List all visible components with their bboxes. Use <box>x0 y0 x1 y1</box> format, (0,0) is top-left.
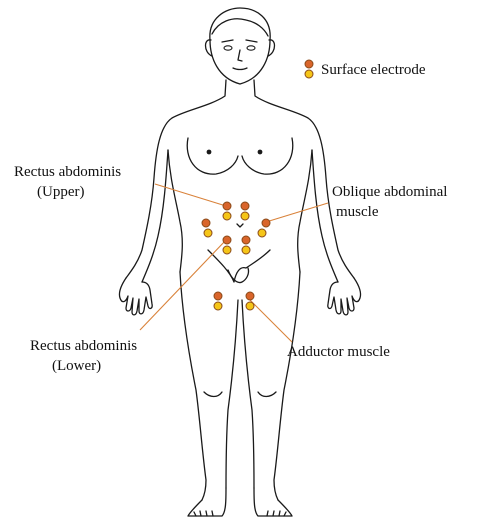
left-eye <box>224 46 232 50</box>
left-waist <box>168 150 182 272</box>
left-toes <box>194 511 213 516</box>
right-leg-inner <box>242 300 254 488</box>
right-eye <box>247 46 255 50</box>
right-eyebrow <box>246 40 257 42</box>
nose <box>238 50 242 61</box>
left-pectoral <box>187 138 238 174</box>
electrode-rectus-upper-right <box>241 202 249 220</box>
label-rectus-upper-line2: (Upper) <box>37 184 84 200</box>
electrode-rectus-upper-left <box>223 202 231 220</box>
hair <box>212 19 268 36</box>
left-nipple <box>207 150 212 155</box>
label-oblique-line1: Oblique abdominal <box>332 184 447 200</box>
electrode-rectus-lower-right <box>242 236 250 254</box>
right-nipple <box>258 150 263 155</box>
left-leg-outer <box>180 272 206 500</box>
right-pectoral <box>242 138 293 174</box>
leader-adductor <box>250 300 292 342</box>
label-rectus-lower-line1: Rectus abdominis <box>30 338 137 354</box>
torso-right <box>254 80 354 278</box>
right-waist <box>298 150 312 272</box>
left-hand <box>119 278 152 315</box>
electrode-adductor-left <box>214 292 222 310</box>
right-toes <box>267 511 286 516</box>
label-oblique-line2: muscle <box>336 204 379 220</box>
groin <box>208 250 270 282</box>
label-adductor: Adductor muscle <box>287 344 390 360</box>
leader-lines <box>140 184 328 342</box>
torso-left <box>126 80 226 278</box>
electrode-oblique-right <box>258 219 270 237</box>
label-rectus-lower-line2: (Lower) <box>52 358 101 374</box>
left-eyebrow <box>222 40 233 42</box>
legend-label: Surface electrode <box>321 62 426 78</box>
electrode-oblique-left <box>202 219 212 237</box>
right-hand <box>328 278 361 315</box>
right-leg-outer <box>274 272 300 500</box>
mouth <box>233 68 247 70</box>
left-knee <box>204 392 222 397</box>
navel <box>237 224 243 227</box>
right-knee <box>258 392 276 397</box>
leader-rectus-upper <box>155 184 226 206</box>
label-rectus-upper-line1: Rectus abdominis <box>14 164 121 180</box>
legend-electrode <box>305 60 313 78</box>
electrode-rectus-lower-left <box>223 236 231 254</box>
human-body-outline <box>119 8 360 516</box>
electrode-adductor-right <box>246 292 254 310</box>
left-leg-inner <box>226 300 238 488</box>
